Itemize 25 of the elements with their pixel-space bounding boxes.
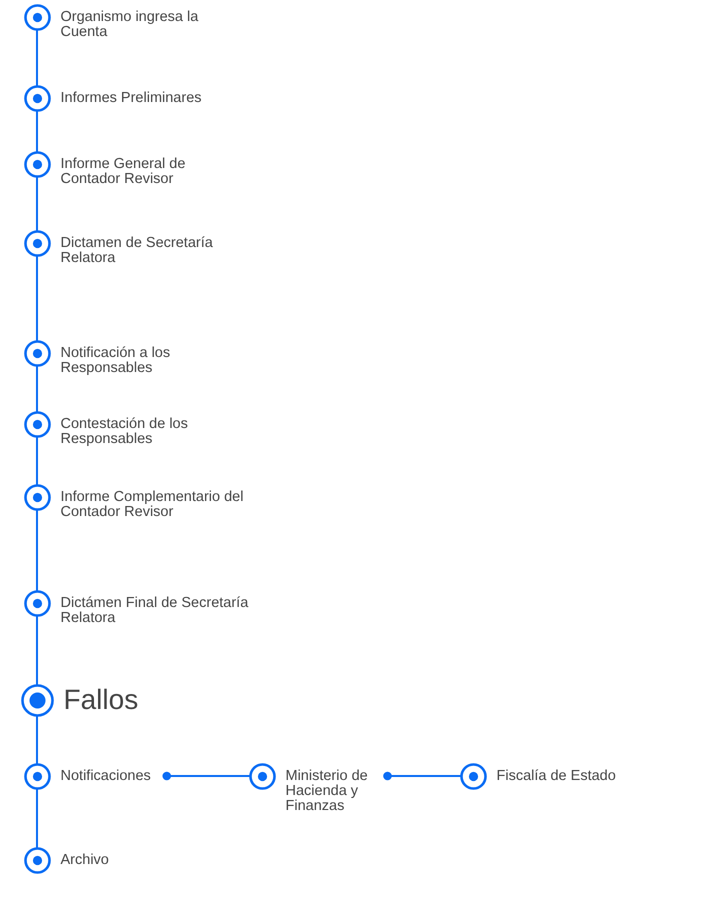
step-label: Notificación a los Responsables <box>60 346 172 376</box>
connector-line <box>162 772 250 780</box>
timeline-line <box>36 436 38 484</box>
step-label: Ministerio de Hacienda y Finanzas <box>286 768 369 814</box>
timeline-line <box>36 256 38 340</box>
step-label: Dictamen de Secretaría Relatora <box>60 236 214 266</box>
timeline-line <box>36 716 38 764</box>
timeline-line <box>36 176 38 230</box>
timeline-line <box>36 510 38 590</box>
timeline-line <box>36 616 38 684</box>
step-label: Informes Preliminares <box>60 90 202 106</box>
timeline-line <box>36 366 38 412</box>
step-label: Contestación de los Responsables <box>60 416 189 446</box>
step-label: Dictámen Final de Secretaría Relatora <box>60 596 250 626</box>
timeline-heading: Fallos <box>64 684 138 716</box>
step-label: Fiscalía de Estado <box>496 768 616 784</box>
timeline-line <box>36 110 38 152</box>
step-label: Archivo <box>60 852 109 868</box>
timeline-line <box>36 788 38 848</box>
connector-line <box>383 772 460 780</box>
step-label: Informe General de Contador Revisor <box>60 156 186 186</box>
step-label: Notificaciones <box>60 768 151 784</box>
timeline-line <box>36 30 38 86</box>
step-label: Informe Complementario del Contador Revisor <box>60 490 244 520</box>
step-label: Organismo ingresa la Cuenta <box>60 10 200 40</box>
